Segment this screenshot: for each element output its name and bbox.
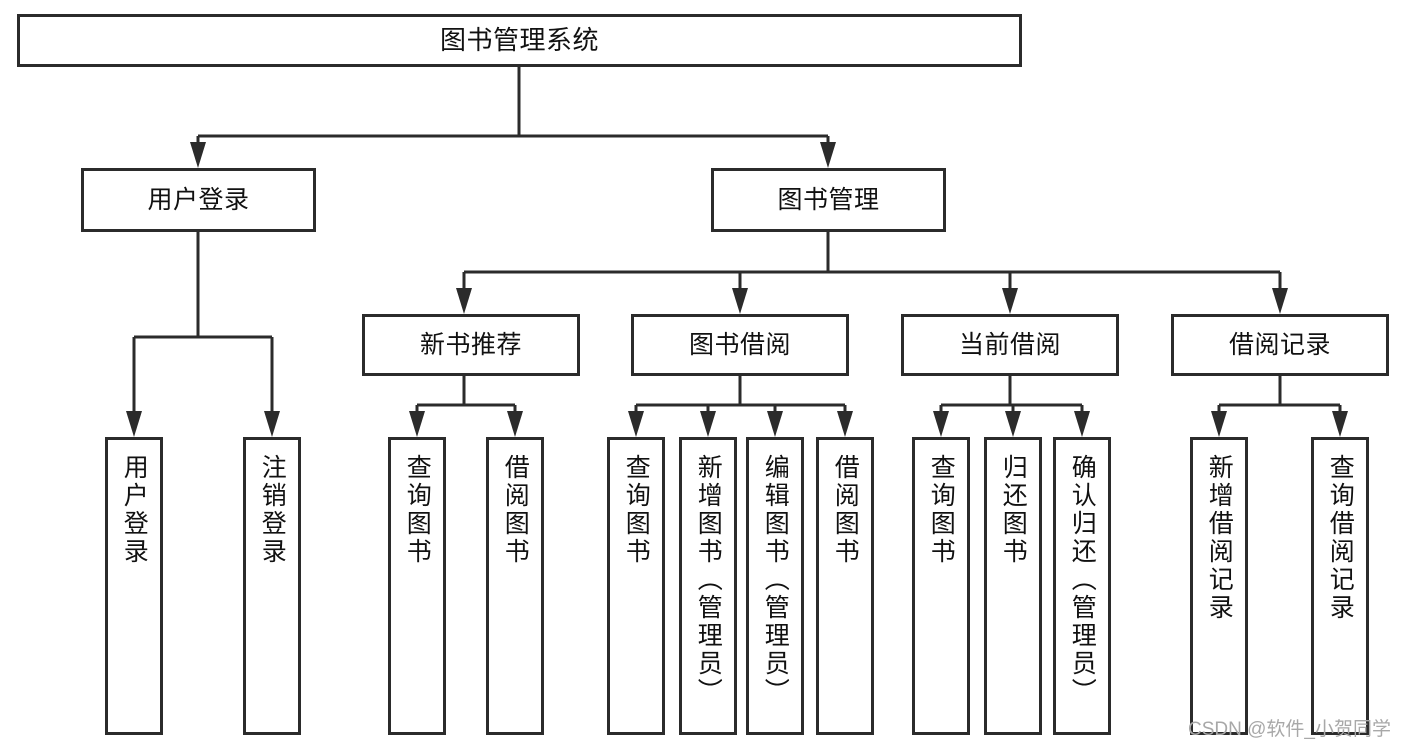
node-leaf-logout[interactable]: 注销登录 [243, 437, 301, 735]
node-label-book-borrow: 图书借阅 [688, 330, 791, 359]
conn-new-book-recommend-to-leaves-arrow-1 [507, 411, 523, 437]
conn-borrow-record-to-leaves-arrow-1 [1332, 411, 1348, 437]
node-label-book-management: 图书管理 [777, 185, 880, 214]
node-label-new-book-recommend: 新书推荐 [419, 330, 522, 359]
conn-book-borrow-to-leaves-arrow-0 [628, 411, 644, 437]
node-label-leaf-add-borrow-record: 新增借阅记录 [1205, 454, 1234, 622]
node-label-leaf-confirm-return: 确认归还（管理员） [1068, 454, 1097, 706]
conn-user-login-to-leaves-arrow-1 [264, 411, 280, 437]
node-leaf-user-login[interactable]: 用户登录 [105, 437, 163, 735]
node-leaf-query-book-borrow[interactable]: 查询图书 [607, 437, 665, 735]
node-user-login[interactable]: 用户登录 [81, 168, 316, 232]
node-root[interactable]: 图书管理系统 [17, 14, 1022, 67]
node-label-leaf-logout: 注销登录 [258, 454, 287, 566]
node-leaf-borrow-book[interactable]: 借阅图书 [816, 437, 874, 735]
conn-current-borrow-to-leaves-arrow-2 [1074, 411, 1090, 437]
node-label-leaf-edit-book: 编辑图书（管理员） [761, 454, 790, 706]
node-current-borrow[interactable]: 当前借阅 [901, 314, 1119, 376]
conn-book-borrow-to-leaves-arrow-3 [837, 411, 853, 437]
node-leaf-query-book-recommend[interactable]: 查询图书 [388, 437, 446, 735]
conn-book-borrow-to-leaves-arrow-1 [700, 411, 716, 437]
conn-book-management-to-level2-arrow-1 [732, 288, 748, 314]
node-book-borrow[interactable]: 图书借阅 [631, 314, 849, 376]
node-label-leaf-query-book-recommend: 查询图书 [403, 454, 432, 566]
node-borrow-record[interactable]: 借阅记录 [1171, 314, 1389, 376]
conn-book-management-to-level2-arrow-2 [1002, 288, 1018, 314]
conn-user-login-to-leaves-arrow-0 [126, 411, 142, 437]
conn-borrow-record-to-leaves-arrow-0 [1211, 411, 1227, 437]
node-label-root: 图书管理系统 [439, 24, 599, 55]
conn-root-to-level1-arrow-1 [820, 142, 836, 168]
node-label-leaf-borrow-book-recommend: 借阅图书 [501, 454, 530, 566]
conn-root-to-level1-arrow-0 [190, 142, 206, 168]
node-leaf-add-book[interactable]: 新增图书（管理员） [679, 437, 737, 735]
conn-new-book-recommend-to-leaves-arrow-0 [409, 411, 425, 437]
node-leaf-query-borrow-record[interactable]: 查询借阅记录 [1311, 437, 1369, 735]
node-label-current-borrow: 当前借阅 [958, 330, 1061, 359]
node-leaf-return-book[interactable]: 归还图书 [984, 437, 1042, 735]
conn-book-borrow-to-leaves-arrow-2 [767, 411, 783, 437]
node-label-leaf-query-book-current: 查询图书 [927, 454, 956, 566]
node-label-borrow-record: 借阅记录 [1228, 330, 1331, 359]
node-book-management[interactable]: 图书管理 [711, 168, 946, 232]
node-label-leaf-user-login: 用户登录 [120, 454, 149, 566]
node-leaf-confirm-return[interactable]: 确认归还（管理员） [1053, 437, 1111, 735]
node-leaf-query-book-current[interactable]: 查询图书 [912, 437, 970, 735]
node-label-leaf-query-book-borrow: 查询图书 [622, 454, 651, 566]
conn-book-management-to-level2-arrow-3 [1272, 288, 1288, 314]
node-label-user-login: 用户登录 [147, 185, 250, 214]
node-new-book-recommend[interactable]: 新书推荐 [362, 314, 580, 376]
node-label-leaf-add-book: 新增图书（管理员） [694, 454, 723, 706]
node-label-leaf-query-borrow-record: 查询借阅记录 [1326, 454, 1355, 622]
node-leaf-borrow-book-recommend[interactable]: 借阅图书 [486, 437, 544, 735]
node-label-leaf-borrow-book: 借阅图书 [831, 454, 860, 566]
conn-book-management-to-level2-arrow-0 [456, 288, 472, 314]
node-leaf-add-borrow-record[interactable]: 新增借阅记录 [1190, 437, 1248, 735]
conn-current-borrow-to-leaves-arrow-0 [933, 411, 949, 437]
conn-current-borrow-to-leaves-arrow-1 [1005, 411, 1021, 437]
node-label-leaf-return-book: 归还图书 [999, 454, 1028, 566]
node-leaf-edit-book[interactable]: 编辑图书（管理员） [746, 437, 804, 735]
